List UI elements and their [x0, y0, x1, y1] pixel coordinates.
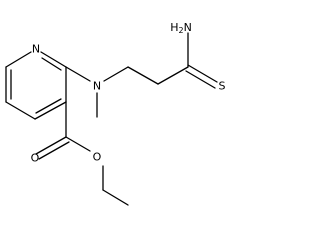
atom-label-amine-nitrogen: N	[93, 80, 101, 93]
ester-group	[35, 101, 129, 206]
bond-c6-n1-inner	[41, 57, 62, 71]
structure-canvas: H2N S N N O O	[5, 21, 226, 206]
bond-namine-ch2	[103, 66, 129, 82]
bond-ch2-cthio	[157, 66, 189, 85]
bond-c6-n1	[40, 51, 67, 68]
bond-ccarbonyl-o-a	[35, 136, 67, 155]
atom-label-pyridine-nitrogen: N	[32, 43, 40, 56]
bond-cthio-s-a	[187, 64, 218, 83]
atom-label-ether-oxygen: O	[93, 151, 102, 164]
bond-ch2-ch3	[102, 189, 129, 206]
bond-c4-c5	[34, 101, 67, 120]
bond-c6-namine	[65, 66, 91, 82]
atom-label-nh2: H2N	[170, 21, 192, 35]
pyridine-ring	[5, 51, 67, 120]
atom-label-carbonyl-oxygen: O	[31, 152, 40, 165]
side-chain	[65, 32, 218, 118]
bond-c4-c5-inner	[35, 98, 62, 114]
bond-ccarbonyl-o-b	[38, 141, 70, 160]
atom-label-sulfur: S	[219, 80, 226, 93]
bond-c3-c4	[5, 101, 36, 120]
bond-ccarbonyl-oether	[65, 136, 91, 152]
molecule-diagram: H2N S N N O O	[5, 21, 226, 206]
bond-ch2-ch2	[127, 66, 159, 85]
bond-cthio-s-b	[185, 70, 216, 89]
bond-n1-c2	[5, 51, 32, 68]
